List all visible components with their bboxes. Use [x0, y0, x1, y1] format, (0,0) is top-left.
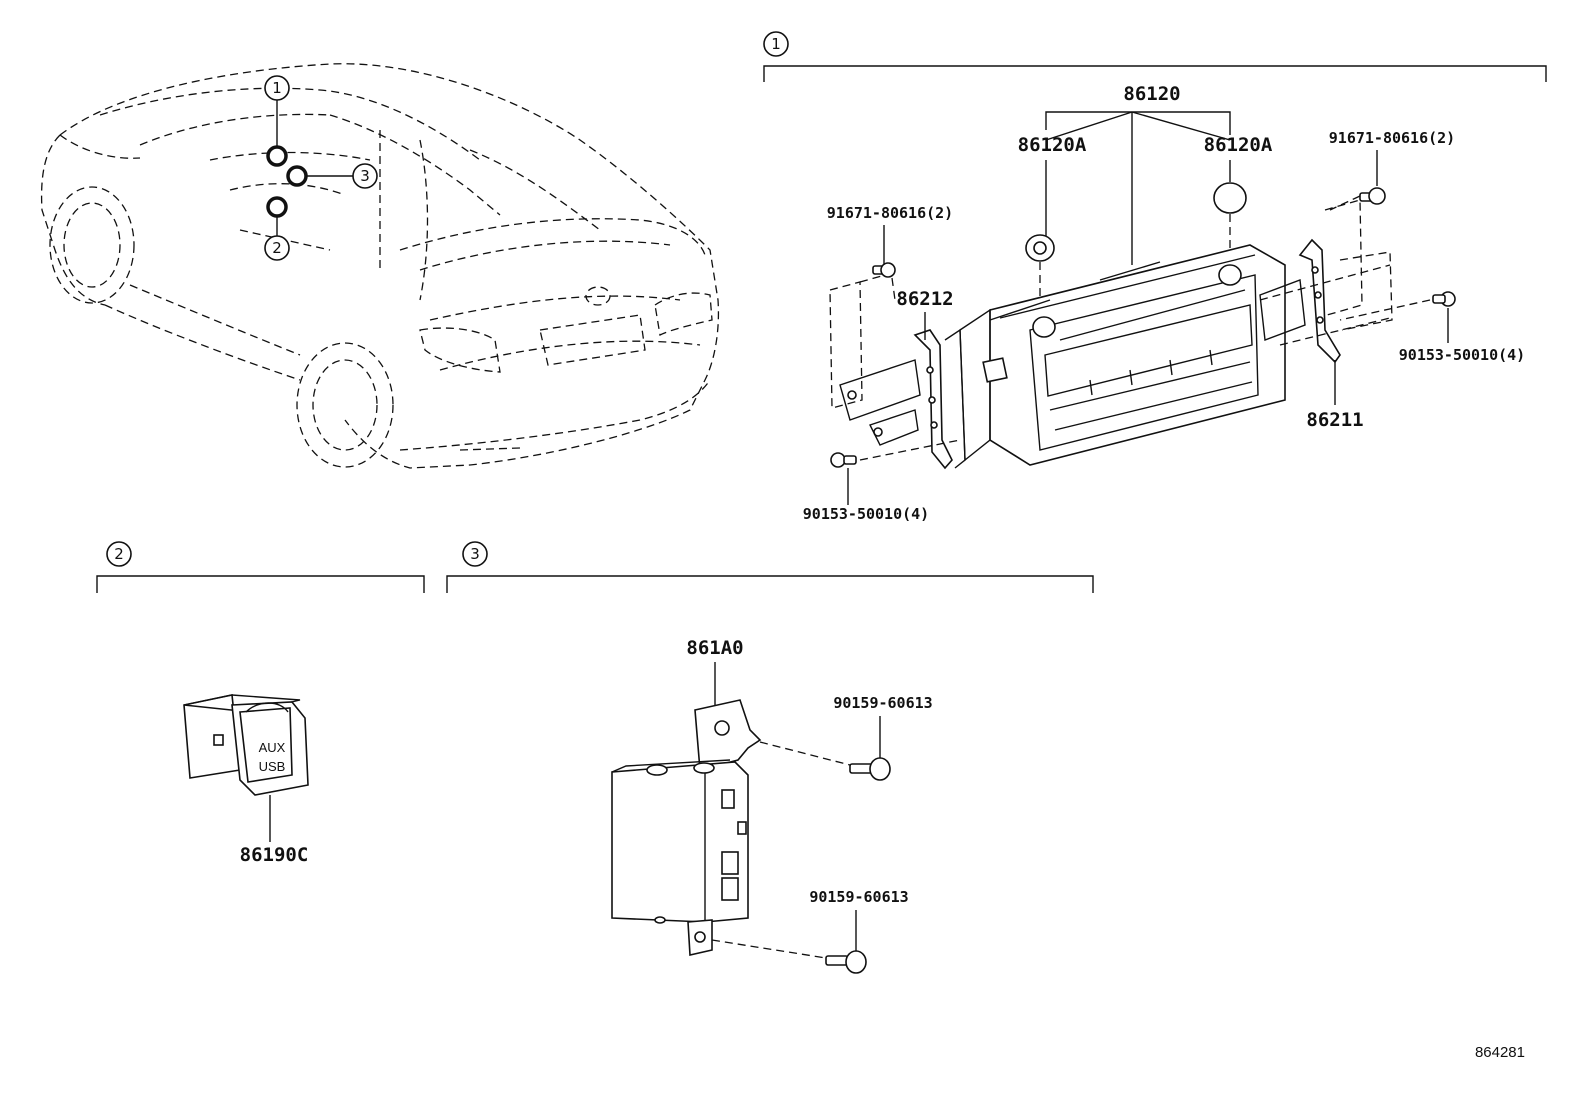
part-label-86211: 86211	[1306, 409, 1363, 431]
bracket-86212	[839, 329, 953, 470]
section-2-marker: 2	[114, 545, 124, 563]
bolt-90159-top	[849, 757, 891, 781]
part-label-90159-bottom: 90159-60613	[809, 888, 908, 906]
vehicle-illustration: 1 3 2	[40, 63, 720, 469]
vehicle-callout-3: 3	[360, 167, 370, 185]
screw-90153-left	[830, 452, 857, 468]
aux-label: AUX	[259, 740, 286, 755]
section-1-bracket: 1	[763, 31, 1547, 82]
diagram-code: 864281	[1475, 1044, 1525, 1061]
part-label-90153-right: 90153-50010(4)	[1399, 346, 1525, 364]
screw-91671-right	[1359, 187, 1386, 205]
section-2-bracket: 2	[96, 541, 425, 593]
part-label-90159-top: 90159-60613	[833, 694, 932, 712]
control-module-861A0	[611, 699, 762, 956]
bolt-90159-bottom	[825, 950, 867, 974]
section-1-marker: 1	[771, 35, 781, 53]
part-label-86120A-left: 86120A	[1018, 134, 1087, 156]
screw-90153-right	[1432, 291, 1456, 307]
location-marker-1	[266, 145, 288, 167]
part-label-86120: 86120	[1123, 83, 1180, 105]
vehicle-callout-2: 2	[272, 239, 282, 257]
part-label-86190C: 86190C	[240, 844, 309, 866]
aux-usb-switch: AUX USB	[183, 694, 309, 796]
part-label-91671-right: 91671-80616(2)	[1329, 129, 1455, 147]
part-label-861A0: 861A0	[686, 637, 743, 659]
bracket-86211	[1259, 238, 1341, 364]
radio-unit	[944, 244, 1286, 469]
section-3-bracket: 3	[446, 541, 1094, 593]
part-label-86212: 86212	[896, 288, 953, 310]
part-label-90153-left: 90153-50010(4)	[803, 505, 929, 523]
location-marker-3	[286, 165, 308, 187]
part-label-86120A-right: 86120A	[1204, 134, 1273, 156]
vehicle-callout-1: 1	[272, 79, 282, 97]
usb-label: USB	[259, 759, 286, 774]
location-marker-2	[266, 196, 288, 218]
screw-91671-left	[872, 262, 896, 278]
radio-assembly: 86120 86120A 86120A	[803, 83, 1525, 523]
section-3-marker: 3	[470, 545, 480, 563]
knob-right	[1213, 182, 1247, 214]
part-label-91671-left: 91671-80616(2)	[827, 204, 953, 222]
